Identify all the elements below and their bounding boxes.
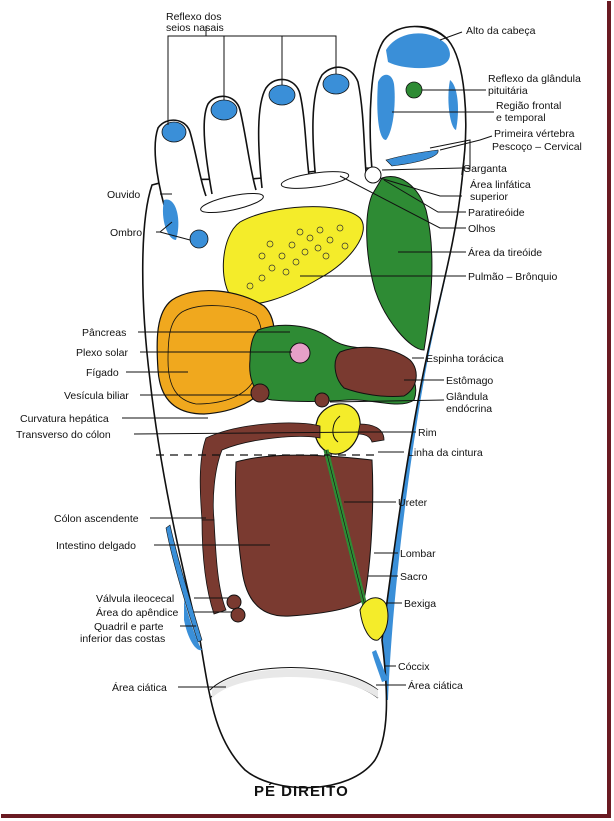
seios-nasais-zone-3 <box>268 84 296 106</box>
pituitaria-zone <box>405 81 423 99</box>
tireoide-zone <box>366 176 433 351</box>
label-ouvido: Ouvido <box>107 189 140 201</box>
apendice-zone <box>230 607 246 623</box>
label-plexo: Plexo solar <box>76 347 128 359</box>
seios-nasais-zone-5 <box>161 121 187 143</box>
label-ombro: Ombro <box>110 227 142 239</box>
label-paratireoide: Paratireóide <box>468 207 525 219</box>
label-curvatura: Curvatura hepática <box>20 413 109 425</box>
label-vesicula: Vesícula biliar <box>64 390 129 402</box>
cervical-zone <box>385 149 439 167</box>
coccix-zone <box>372 650 388 682</box>
vesicula-zone <box>250 383 270 403</box>
label-pancreas: Pâncreas <box>82 327 126 339</box>
quadril-zone-2 <box>184 600 202 651</box>
seios-nasais-zone-2 <box>322 73 350 95</box>
glandula-zone <box>314 392 330 408</box>
label-garganta: Garganta <box>463 163 507 175</box>
label-apendice: Área do apêndice <box>96 606 178 619</box>
labels: Reflexo dos seios nasais Alto da cabeça … <box>16 11 582 800</box>
label-regiao-frontal-2: e temporal <box>496 112 546 124</box>
pancreas-zone <box>334 346 417 397</box>
label-intestino: Intestino delgado <box>56 540 136 552</box>
plexo-solar-zone <box>289 342 311 364</box>
label-transverso: Transverso do cólon <box>16 429 111 441</box>
regiao-frontal-zone-2 <box>448 80 458 130</box>
label-valvula: Válvula ileocecal <box>96 593 174 605</box>
bexiga-zone <box>359 597 389 641</box>
diagram-title: PÉ DIREITO <box>254 783 349 800</box>
ombro-zone <box>162 199 179 240</box>
ciatica-band <box>209 667 379 691</box>
ombro-zone-2 <box>189 229 209 249</box>
ouvido-zone-2 <box>280 171 350 189</box>
reflex-zones <box>156 33 458 699</box>
label-pulmao: Pulmão – Brônquio <box>468 271 557 283</box>
rim-hilum <box>332 415 341 443</box>
label-reflexo-seios-1: Reflexo dos <box>166 11 221 23</box>
label-glandula-1: Glândula <box>446 391 488 403</box>
fourth-toe <box>203 95 257 195</box>
label-quadril-1: Quadril e parte <box>94 621 164 633</box>
label-coccix: Cóccix <box>398 661 430 673</box>
ureter-outline <box>325 449 367 611</box>
label-ciatica-left: Área ciática <box>112 681 167 694</box>
leader-lines <box>122 26 494 688</box>
garganta-zone <box>364 166 382 184</box>
regiao-frontal-zone <box>377 74 395 140</box>
label-ciatica-right: Área ciática <box>408 679 463 692</box>
label-bexiga: Bexiga <box>404 598 436 610</box>
label-espinha: Espinha torácica <box>426 353 504 365</box>
pulmao-texture <box>246 224 349 290</box>
label-sacro: Sacro <box>400 571 428 583</box>
label-ureter: Ureter <box>398 497 428 509</box>
label-regiao-frontal-1: Região frontal <box>496 100 561 112</box>
label-reflexo-seios-2: seios nasais <box>166 22 224 34</box>
label-glandula-2: endócrina <box>446 403 492 415</box>
label-primeira-vertebra-2: Pescoço – Cervical <box>492 141 582 153</box>
label-estomago: Estômago <box>446 375 493 387</box>
ouvido-zone <box>200 192 264 214</box>
label-pituitaria-2: pituitária <box>488 85 528 97</box>
label-rim: Rim <box>418 427 437 439</box>
label-primeira-vertebra-1: Primeira vértebra <box>494 128 575 140</box>
pulmao-zone <box>222 206 364 305</box>
colon-ascendente-zone <box>201 519 227 615</box>
valvula-zone <box>226 594 242 610</box>
label-alto-cabeca: Alto da cabeça <box>466 25 536 37</box>
seios-nasais-zone-4 <box>210 99 238 121</box>
third-toe <box>257 78 311 189</box>
label-pituitaria-1: Reflexo da glândula <box>488 73 581 85</box>
label-quadril-2: inferior das costas <box>80 633 165 645</box>
transverso-colon-right <box>357 423 385 443</box>
label-linfatica-1: Área linfática <box>470 178 531 191</box>
second-toe <box>312 66 367 183</box>
label-olhos: Olhos <box>468 223 495 235</box>
figado-inner <box>167 305 263 405</box>
label-figado: Fígado <box>86 367 119 379</box>
intestino-zone <box>234 454 374 617</box>
label-tireoide: Área da tireóide <box>468 246 542 259</box>
ciatica-band-fill <box>212 669 378 698</box>
label-linfatica-2: superior <box>470 191 508 203</box>
alto-cabeca-zone <box>386 33 450 69</box>
label-lombar: Lombar <box>400 548 436 560</box>
fifth-toe <box>154 119 207 206</box>
label-cintura: Linha da cintura <box>408 447 483 459</box>
label-colon-asc: Cólon ascendente <box>54 513 139 525</box>
